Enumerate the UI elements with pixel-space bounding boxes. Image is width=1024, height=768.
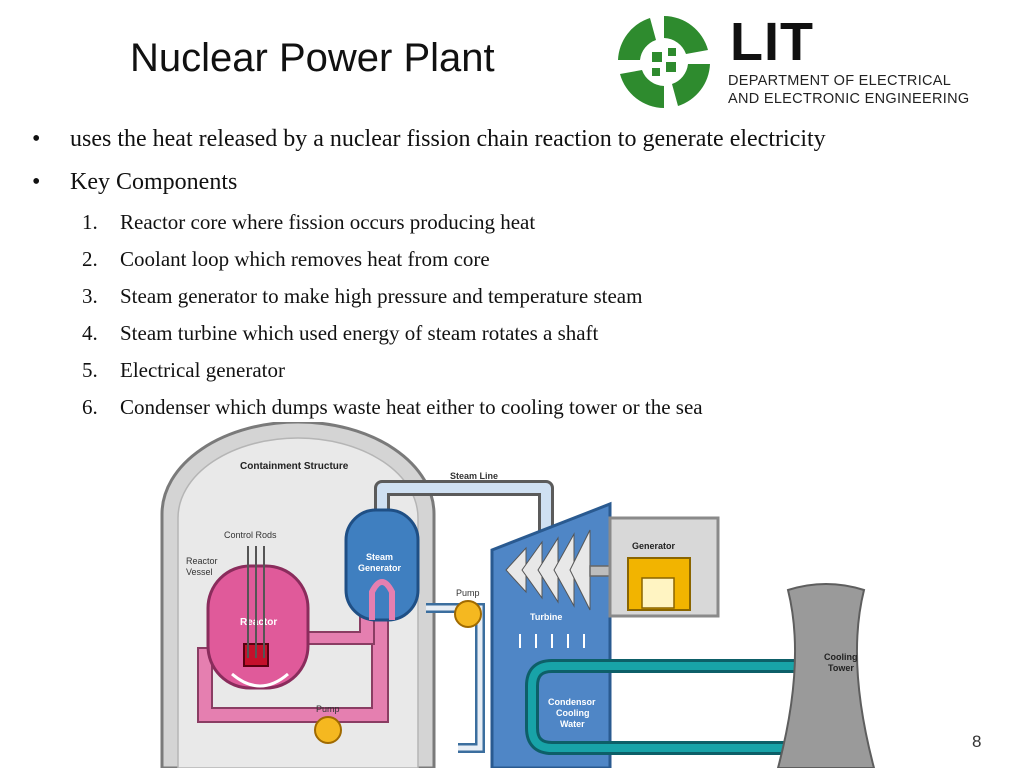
pump-top-label: Pump <box>456 588 480 598</box>
component-item: 2. Coolant loop which removes heat from c… <box>82 245 982 273</box>
reactor-flow-arrow-icon <box>231 672 289 688</box>
component-number: 3. <box>82 284 98 308</box>
feedwater-pump-icon <box>454 600 482 628</box>
generator-label: Generator <box>632 541 676 551</box>
component-item: 3. Steam generator to make high pressure … <box>82 282 982 310</box>
steam-generator-tube <box>369 579 395 620</box>
component-item: 4. Steam turbine which used energy of ste… <box>82 319 982 347</box>
slide-title: Nuclear Power Plant <box>130 36 495 80</box>
bullet-text: Key Components <box>70 169 238 195</box>
reactor-vessel <box>206 564 310 690</box>
component-number: 6. <box>82 395 98 419</box>
turbine-blades-icon <box>505 529 591 611</box>
logo-department-line2: AND ELECTRONIC ENGINEERING <box>728 91 970 107</box>
component-text: Reactor core where fission occurs produc… <box>120 210 536 234</box>
page-number: 8 <box>972 732 982 751</box>
condenser-label-line2: Cooling <box>556 708 590 718</box>
component-number: 2. <box>82 247 98 271</box>
steam-generator <box>344 508 420 622</box>
pump-bottom-label: Pump <box>316 704 340 714</box>
logo-department: DEPARTMENT OF ELECTRICAL AND ELECTRONIC … <box>728 72 969 108</box>
component-number: 4. <box>82 321 98 345</box>
logo-department-line1: DEPARTMENT OF ELECTRICAL <box>728 73 952 89</box>
component-item: 5. Electrical generator <box>82 356 982 384</box>
bullet-text: uses the heat released by a nuclear fiss… <box>70 126 826 152</box>
component-text: Steam generator to make high pressure an… <box>120 284 643 308</box>
bullet-list: • uses the heat released by a nuclear fi… <box>28 124 1008 210</box>
condenser-label-line1: Condensor <box>548 697 596 707</box>
bullet-marker: • <box>32 126 41 152</box>
bullet-item: • Key Components <box>28 167 1008 197</box>
bullet-marker: • <box>32 169 41 195</box>
reactor-vessel-label-line1: Reactor <box>186 556 218 566</box>
component-text: Coolant loop which removes heat from cor… <box>120 247 490 271</box>
lit-logo: LIT DEPARTMENT OF ELECTRICAL AND ELECTRO… <box>612 12 1012 112</box>
turbine-steam-arrows-icon <box>519 634 585 648</box>
steam-generator-label-line2: Generator <box>358 563 402 573</box>
component-number: 1. <box>82 210 98 234</box>
component-item: 6. Condenser which dumps waste heat eithe… <box>82 393 982 421</box>
cooling-tower-label-line1: Cooling <box>824 652 858 662</box>
coolant-pump-icon <box>314 716 342 744</box>
component-text: Steam turbine which used energy of steam… <box>120 321 599 345</box>
reactor-vessel-label-line2: Vessel <box>186 567 213 577</box>
turbine-label: Turbine <box>530 612 562 622</box>
control-rods-label: Control Rods <box>224 530 277 540</box>
cooling-tower <box>776 583 876 768</box>
component-text: Electrical generator <box>120 358 285 382</box>
bullet-item: • uses the heat released by a nuclear fi… <box>28 124 1008 154</box>
steam-line-label: Steam Line <box>450 471 498 481</box>
component-list: 1. Reactor core where fission occurs prod… <box>82 208 982 430</box>
component-number: 5. <box>82 358 98 382</box>
component-item: 1. Reactor core where fission occurs prod… <box>82 208 982 236</box>
logo-name: LIT <box>730 12 814 72</box>
lit-logo-mark-icon <box>618 16 710 108</box>
control-rods <box>247 546 265 658</box>
cooling-tower-label-line2: Tower <box>828 663 854 673</box>
containment-label: Containment Structure <box>240 461 349 472</box>
reactor-label: Reactor <box>240 617 277 628</box>
steam-generator-label-line1: Steam <box>366 552 393 562</box>
plant-diagram: Containment Structure Steam Line Reactor… <box>160 422 876 768</box>
component-text: Condenser which dumps waste heat either … <box>120 395 703 419</box>
condenser-label-line3: Water <box>560 719 585 729</box>
